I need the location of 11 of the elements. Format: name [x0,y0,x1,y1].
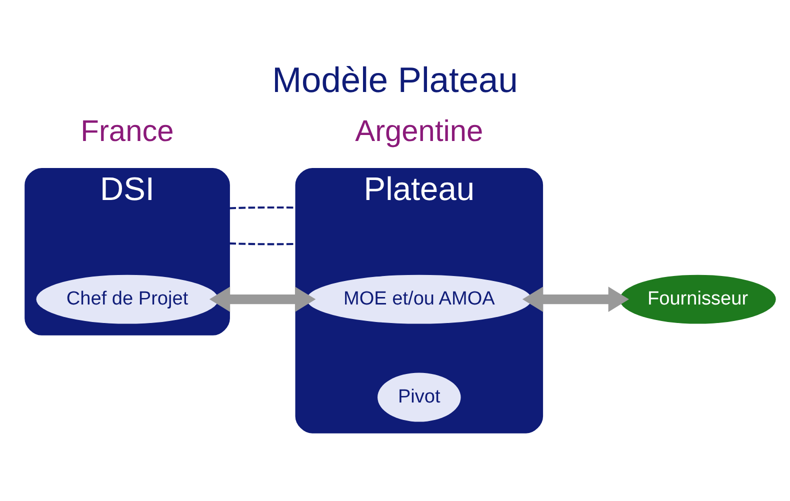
arrow [522,286,630,312]
arrow [209,286,316,312]
node-ellipse: Pivot [378,372,461,422]
connector [229,242,296,245]
node-ellipse: MOE et/ou AMOA [306,274,532,324]
label: Argentine [355,114,484,148]
label: France [80,114,174,148]
connector [229,206,296,209]
node-ellipse: Chef de Projet [36,274,218,324]
node-ellipse: Fournisseur [620,274,776,324]
diagram-title: Modèle Plateau [272,60,518,100]
